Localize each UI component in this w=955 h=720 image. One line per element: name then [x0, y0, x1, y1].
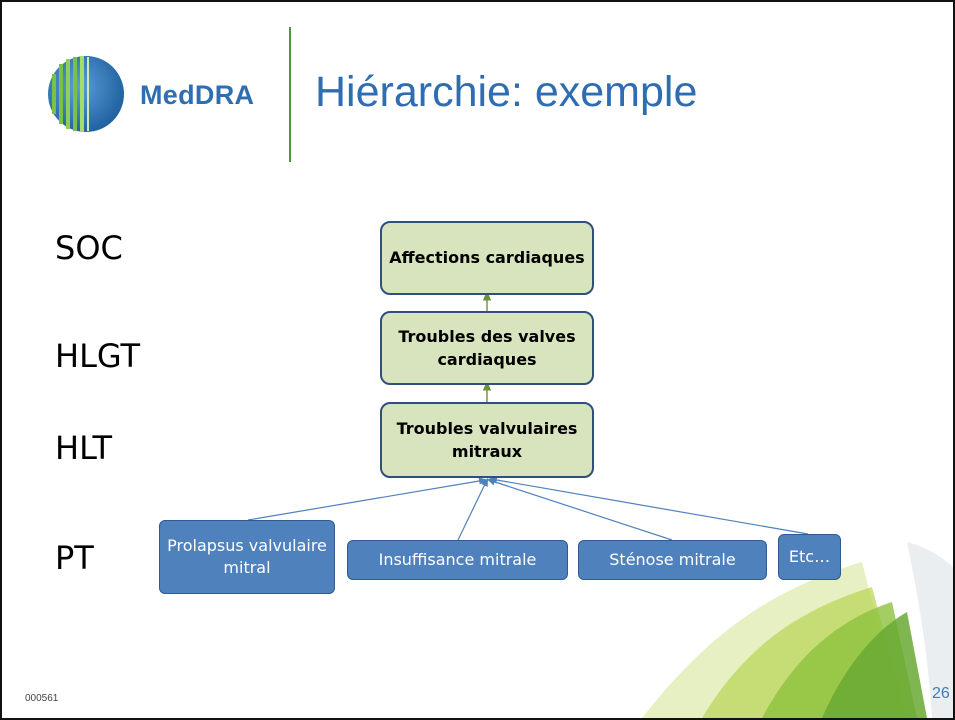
connector-pt2-hlt	[457, 477, 489, 541]
level-label-hlgt: HLGT	[55, 337, 141, 375]
node-soc: Affections cardiaques	[380, 221, 594, 295]
connector-pt3-hlt	[486, 478, 673, 541]
logo-text: MedDRA	[140, 80, 255, 110]
connector-pt4-hlt	[488, 476, 809, 535]
page-number: 26	[932, 685, 950, 702]
meddra-globe-logo-icon	[48, 56, 124, 132]
node-hlgt: Troubles des valves cardiaques	[380, 311, 594, 385]
level-label-hlt: HLT	[55, 429, 113, 467]
node-pt-prolapsus: Prolapsus valvulaire mitral	[159, 520, 335, 594]
footer-slide-id: 000561	[25, 693, 59, 704]
node-pt-stenose: Sténose mitrale	[578, 540, 767, 580]
level-label-soc: SOC	[55, 229, 123, 267]
header-divider	[289, 27, 291, 162]
node-pt-insuffisance: Insuffisance mitrale	[347, 540, 568, 580]
page-title: Hiérarchie: exemple	[315, 68, 698, 116]
connector-pt1-hlt	[247, 477, 488, 521]
node-pt-etc: Etc…	[778, 534, 841, 580]
level-label-pt: PT	[55, 539, 94, 577]
node-hlt: Troubles valvulaires mitraux	[380, 402, 594, 478]
